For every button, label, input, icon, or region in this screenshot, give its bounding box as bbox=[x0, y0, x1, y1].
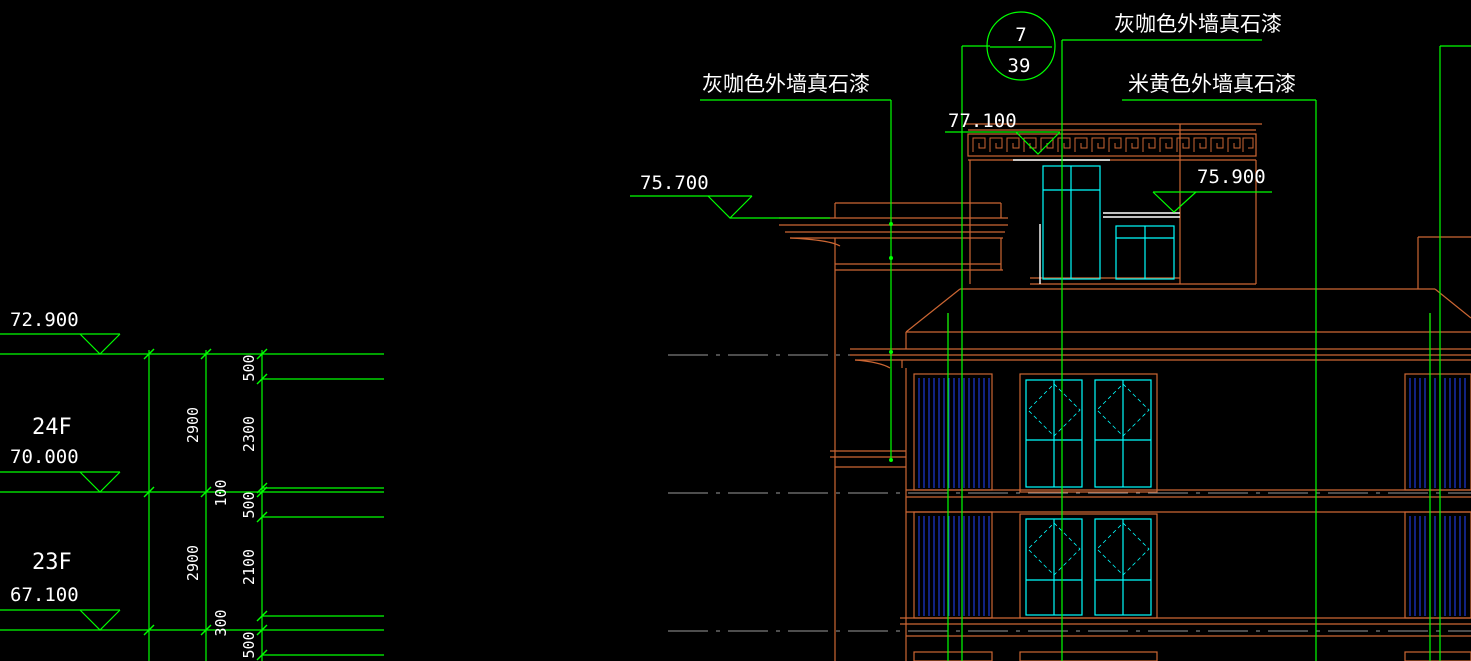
elevation-label-67100: 67.100 bbox=[10, 584, 79, 606]
dimension-300: 300 bbox=[212, 609, 230, 636]
elevation-label-77100: 77.100 bbox=[948, 110, 1017, 132]
detail-callout-sheet: 39 bbox=[1008, 55, 1031, 77]
detail-callout-number: 7 bbox=[1015, 24, 1026, 46]
dimension-500-a: 500 bbox=[240, 354, 258, 381]
dimension-2100: 2100 bbox=[240, 549, 258, 585]
dimension-500-b: 500 bbox=[240, 491, 258, 518]
elevation-label-75900: 75.900 bbox=[1197, 166, 1266, 188]
window-diamond-pattern bbox=[1027, 383, 1150, 576]
dimension-500-c: 500 bbox=[240, 631, 258, 658]
windows bbox=[1025, 165, 1175, 616]
elevation-label-72900: 72.900 bbox=[10, 309, 79, 331]
floor-label-23f: 23F bbox=[32, 550, 72, 575]
floor-label-24f: 24F bbox=[32, 415, 72, 440]
material-note-top: 灰咖色外墙真石漆 bbox=[1114, 12, 1282, 36]
dimension-2900-upper: 2900 bbox=[184, 407, 202, 443]
dimension-2900-lower: 2900 bbox=[184, 545, 202, 581]
dimension-2300: 2300 bbox=[240, 416, 258, 452]
white-details bbox=[1013, 159, 1180, 284]
dimension-100: 100 bbox=[212, 479, 230, 506]
leader-lines bbox=[630, 11, 1471, 661]
material-note-right: 米黄色外墙真石漆 bbox=[1128, 72, 1296, 96]
elevation-label-75700: 75.700 bbox=[640, 172, 709, 194]
elevation-label-70000: 70.000 bbox=[10, 446, 79, 468]
leader-dots bbox=[889, 222, 893, 462]
level-dimension-block bbox=[0, 333, 384, 661]
greek-key-frieze bbox=[972, 137, 1254, 152]
material-note-left: 灰咖色外墙真石漆 bbox=[702, 72, 870, 96]
axis-lines bbox=[668, 354, 1471, 632]
building-outline bbox=[779, 123, 1471, 661]
